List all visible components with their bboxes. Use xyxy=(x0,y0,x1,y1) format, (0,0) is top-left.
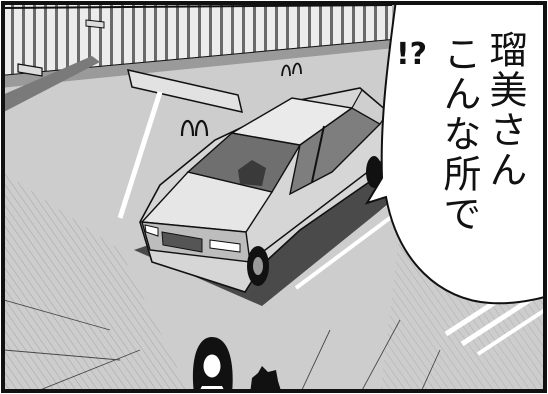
car-window-pillar xyxy=(311,125,325,183)
car-front-wheel-hub xyxy=(253,257,263,275)
parking-line-right-3 xyxy=(294,204,408,290)
fence-top-rail xyxy=(4,4,393,9)
speech-line-2: こんな所で xyxy=(437,34,481,234)
focus-lines xyxy=(4,299,441,390)
car-rear-wheel xyxy=(366,156,382,188)
parking-line-bottom-3 xyxy=(476,308,544,356)
curb-edge xyxy=(4,56,100,112)
car-driver-silhouette xyxy=(238,160,266,186)
effect-mark-top xyxy=(281,62,302,77)
car-side-windows xyxy=(289,107,382,196)
wheel-stopper-small xyxy=(17,63,43,77)
car-headlight-left xyxy=(144,224,159,237)
car-headlight-right xyxy=(209,239,241,253)
speech-bubble xyxy=(364,4,544,305)
wheel-stopper-far xyxy=(85,19,105,29)
speech-line-3: !? xyxy=(396,37,428,72)
person-face xyxy=(202,353,222,379)
speech-line-1: 瑠美さん xyxy=(483,30,527,190)
wheel-stopper xyxy=(126,69,244,113)
ground-shading-left xyxy=(4,172,189,390)
effect-mark-left xyxy=(180,119,209,137)
person-spiky-hair xyxy=(250,366,281,390)
car-side-line xyxy=(251,157,387,261)
fence-base xyxy=(4,40,396,88)
car-grille xyxy=(161,231,203,253)
parking-line-left xyxy=(117,91,163,219)
